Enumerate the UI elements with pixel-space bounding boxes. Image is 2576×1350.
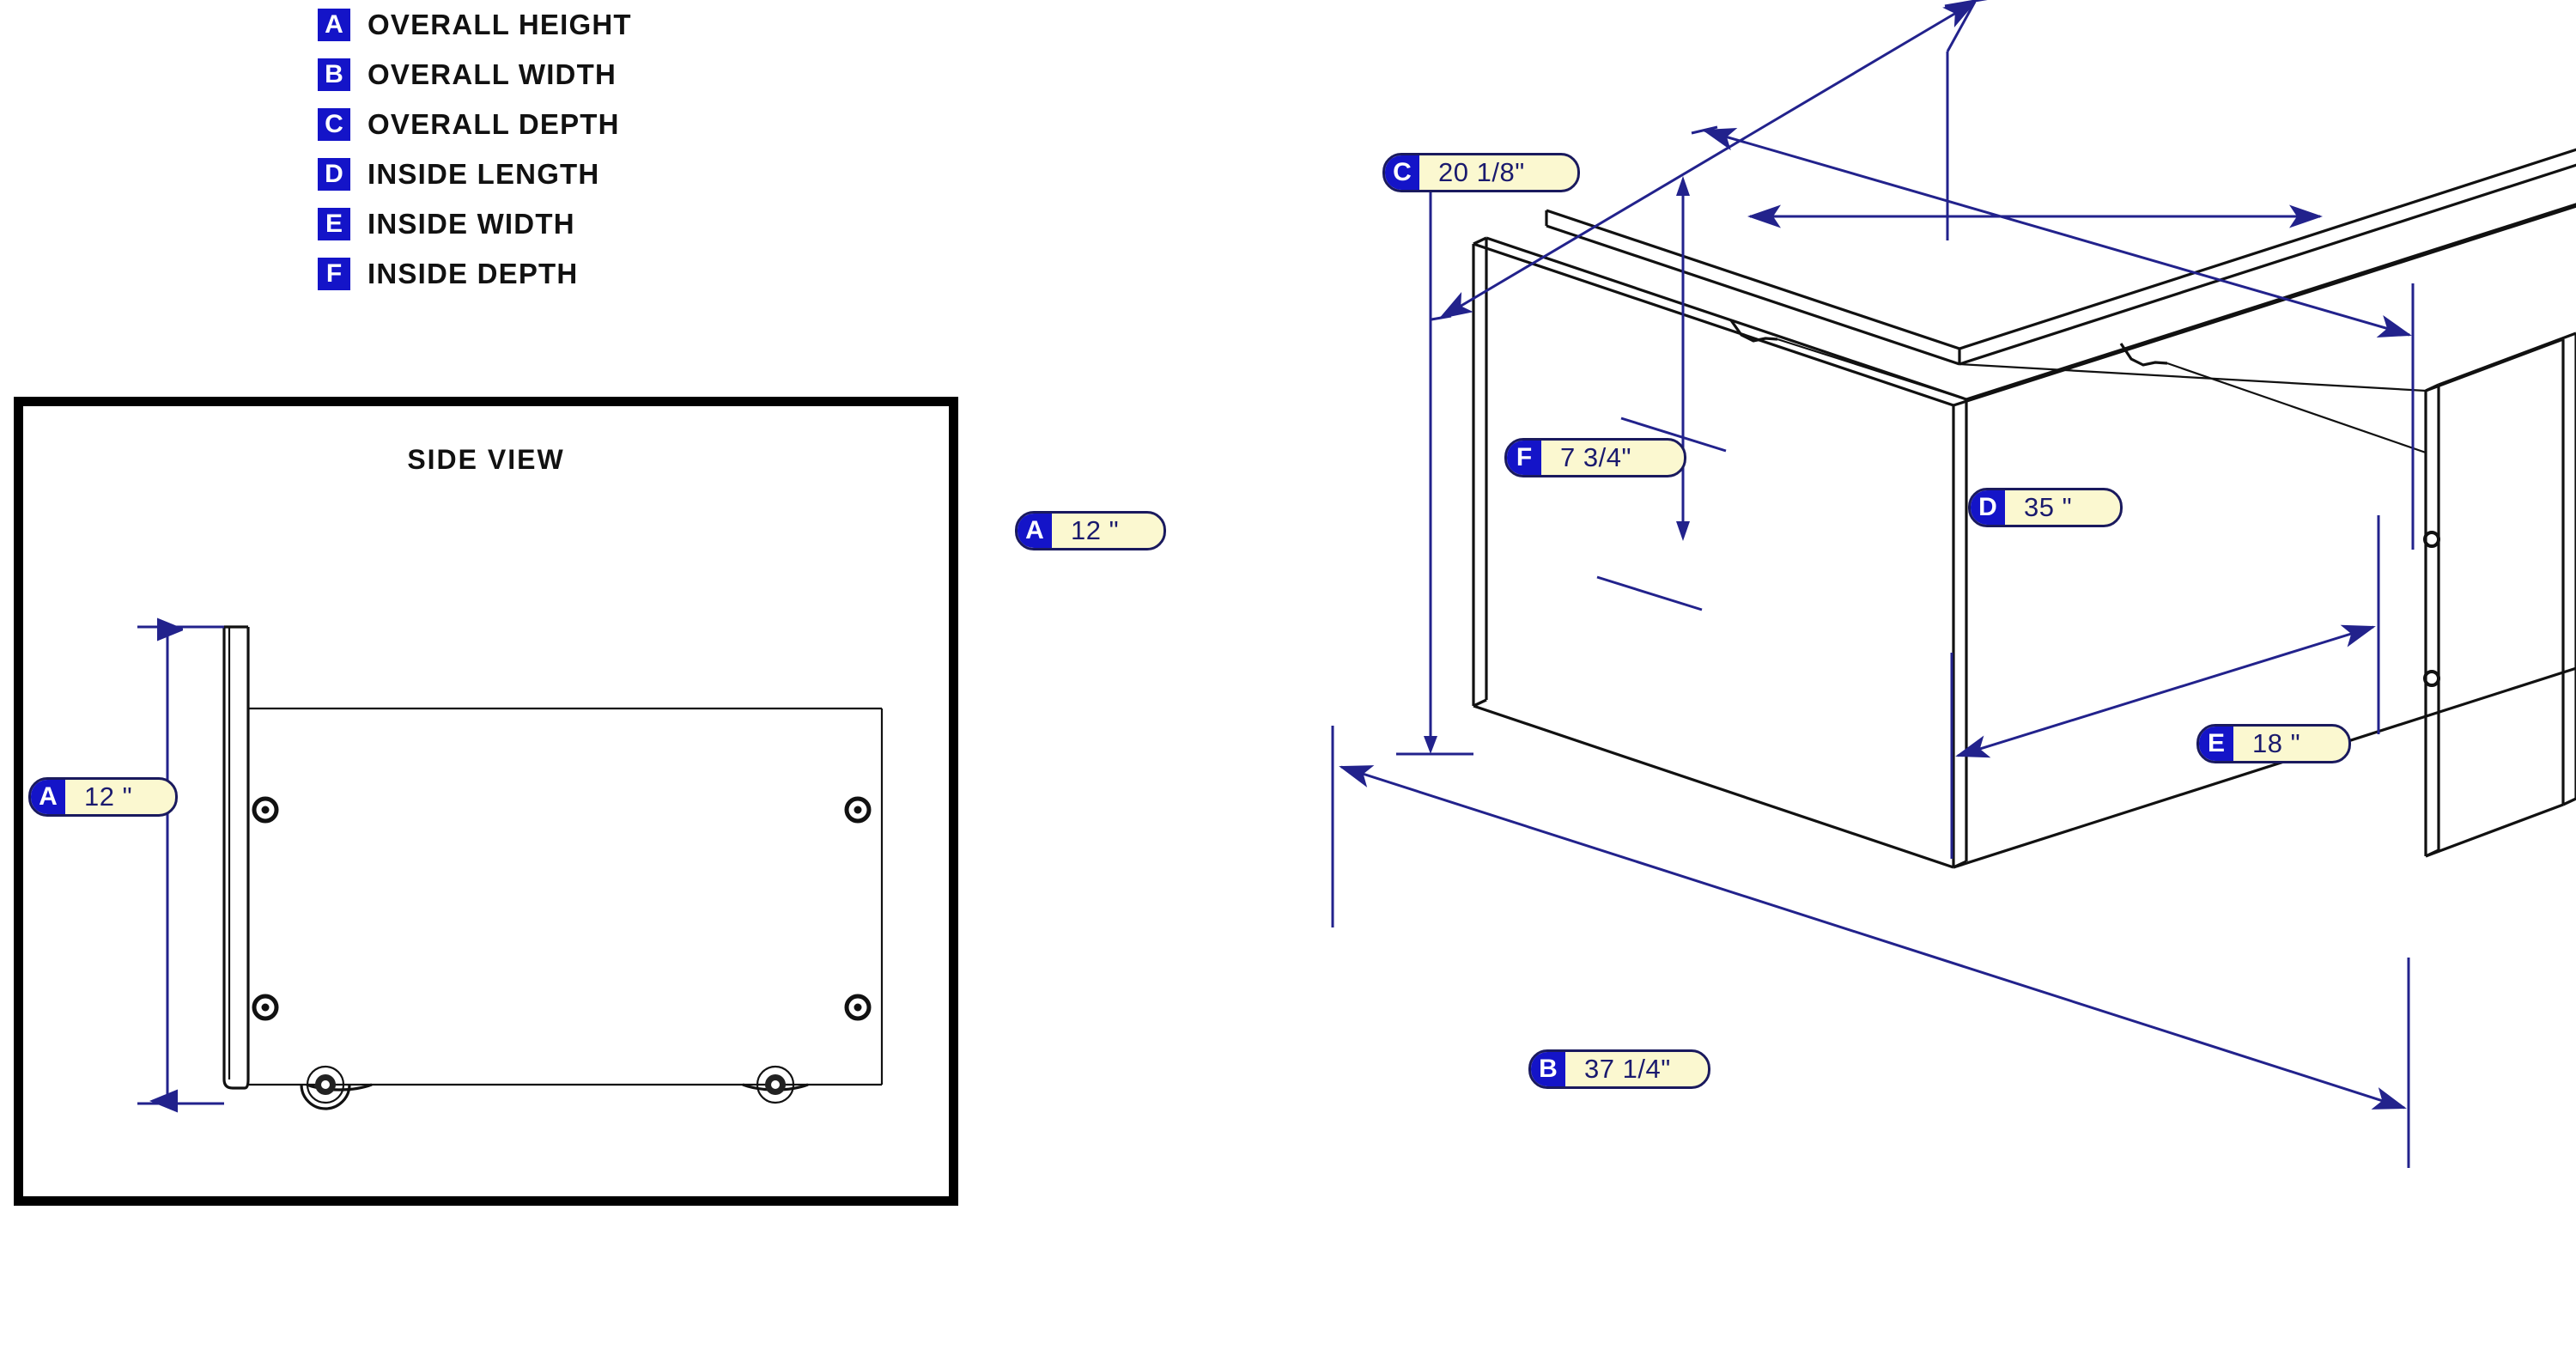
legend-item-label: INSIDE WIDTH	[368, 208, 575, 240]
legend-item-a: A OVERALL HEIGHT	[318, 0, 799, 50]
drawer-right-end-panel	[2424, 331, 2576, 858]
legend-item-e: E INSIDE WIDTH	[318, 199, 799, 249]
badge-key-icon: F	[1507, 441, 1541, 475]
side-view-panel: SIDE VIEW	[14, 397, 958, 1206]
screw-detail	[252, 796, 279, 824]
legend-key-icon: D	[318, 158, 350, 191]
badge-key-icon: C	[1385, 155, 1419, 190]
screw-detail	[844, 994, 872, 1021]
legend-item-f: F INSIDE DEPTH	[318, 249, 799, 299]
screw-detail	[252, 994, 279, 1021]
screw-detail	[844, 796, 872, 824]
legend-item-b: B OVERALL WIDTH	[318, 50, 799, 100]
badge-value: 12 "	[1071, 515, 1120, 545]
badge-value: 12 "	[84, 781, 133, 812]
screw-detail	[2423, 670, 2440, 687]
badge-value: 37 1/4"	[1584, 1054, 1671, 1084]
badge-value: 7 3/4"	[1560, 442, 1631, 472]
caster-wheel-rear	[742, 1065, 809, 1104]
badge-key-icon: B	[1531, 1052, 1565, 1086]
badge-key-icon: D	[1971, 490, 2005, 525]
legend-item-label: OVERALL DEPTH	[368, 108, 620, 140]
badge-value: 20 1/8"	[1438, 157, 1525, 187]
dimension-legend: A OVERALL HEIGHT B OVERALL WIDTH C OVERA…	[318, 0, 799, 299]
legend-key-icon: E	[318, 208, 350, 240]
dimension-badge-a-side: A 12 "	[28, 777, 178, 817]
legend-item-label: OVERALL WIDTH	[368, 58, 617, 90]
side-view-title: SIDE VIEW	[407, 444, 565, 475]
badge-value: 35 "	[2024, 492, 2073, 522]
dimension-badge-e: E 18 "	[2196, 724, 2351, 763]
dimension-badge-f: F 7 3/4"	[1504, 438, 1686, 477]
side-front-panel	[222, 625, 250, 1090]
legend-item-label: OVERALL HEIGHT	[368, 9, 632, 40]
drawer-front-wall	[1473, 236, 1968, 869]
legend-item-label: INSIDE DEPTH	[368, 258, 579, 289]
legend-item-d: D INSIDE LENGTH	[318, 149, 799, 199]
dimension-line-e	[1950, 515, 2380, 859]
legend-key-icon: B	[318, 58, 350, 91]
drawer-interior-lines	[1959, 362, 2427, 454]
legend-key-icon: F	[318, 258, 350, 290]
side-drawer-body	[248, 707, 884, 1086]
legend-key-icon: A	[318, 9, 350, 41]
drawer-floor	[1546, 224, 1967, 401]
screw-detail	[2423, 531, 2440, 548]
right-rail-notch	[2119, 343, 2168, 367]
dimension-badge-d: D 35 "	[1968, 488, 2123, 527]
drawer-left-wall	[1472, 236, 1488, 708]
badge-key-icon: A	[1018, 514, 1052, 548]
legend-item-c: C OVERALL DEPTH	[318, 100, 799, 149]
legend-key-icon: C	[318, 108, 350, 141]
legend-item-label: INSIDE LENGTH	[368, 158, 600, 190]
badge-key-icon: E	[2199, 727, 2233, 761]
dimension-badge-b: B 37 1/4"	[1528, 1049, 1710, 1089]
caster-wheel-front	[300, 1065, 373, 1110]
side-view-drawing	[137, 406, 884, 1196]
dimension-line-d	[1691, 125, 2415, 550]
drawer-right-wall-top	[1959, 148, 2576, 366]
badge-key-icon: A	[31, 780, 65, 814]
dimension-line-f	[1596, 176, 1727, 611]
dimension-line-b	[1331, 726, 2410, 1168]
dimension-badge-a-iso: A 12 "	[1015, 511, 1166, 550]
dimension-line-a	[137, 627, 224, 1104]
dimension-badge-c: C 20 1/8"	[1382, 153, 1580, 192]
isometric-drawer-drawing	[1331, 0, 2576, 1168]
badge-value: 18 "	[2252, 728, 2301, 758]
